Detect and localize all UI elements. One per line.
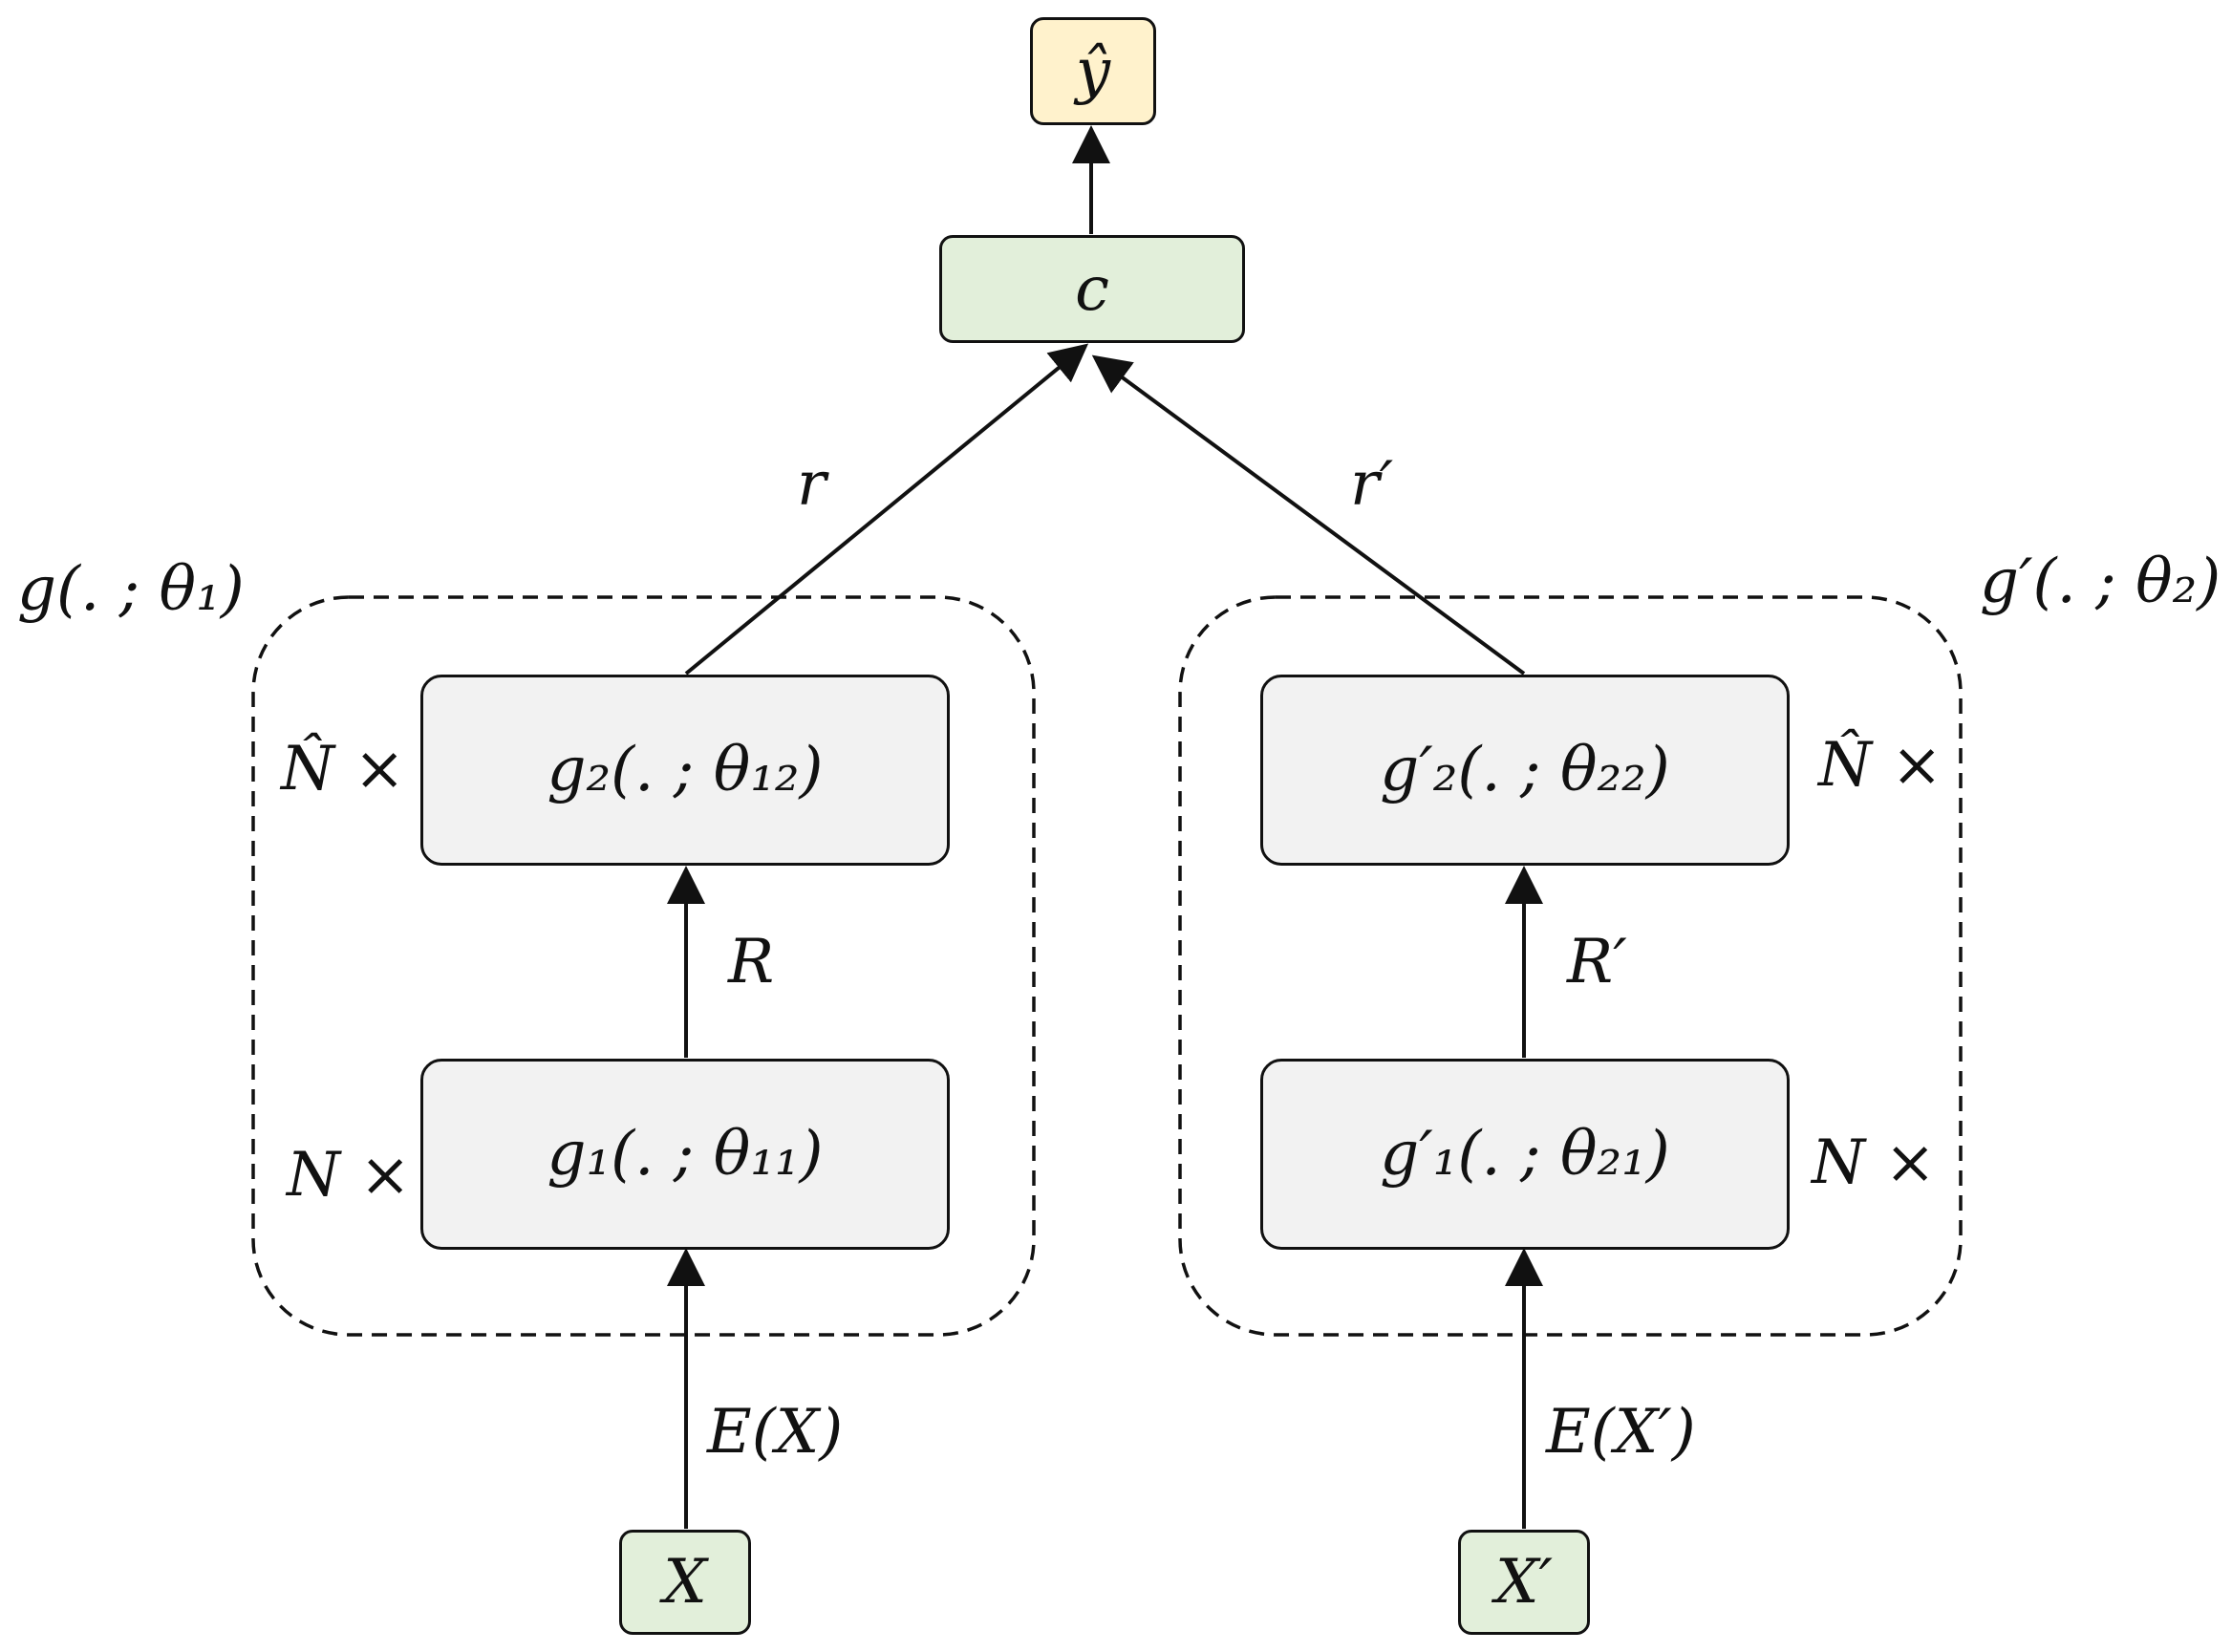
- right-g2-label: g′₂(. ; θ₂₂): [1380, 735, 1670, 805]
- left-g1-label: g₁(. ; θ₁₁): [547, 1119, 824, 1190]
- right-embedding-label: E(X′): [1546, 1397, 1696, 1468]
- left-input-label: X: [663, 1547, 707, 1618]
- combiner-node: c: [939, 235, 1245, 343]
- right-input-label: X′: [1494, 1547, 1554, 1618]
- right-g1-label: g′₁(. ; θ₂₁): [1380, 1119, 1670, 1190]
- left-group-label: g(. ; θ₁): [17, 554, 245, 625]
- right-nhat-multiplier: N̂ ×: [1818, 730, 1942, 801]
- right-g2-block: g′₂(. ; θ₂₂): [1260, 675, 1790, 866]
- arrow-right-r: [1091, 354, 1526, 676]
- left-R-label: R: [728, 927, 775, 998]
- left-input-node: X: [619, 1530, 751, 1635]
- left-g2-block: g₂(. ; θ₁₂): [420, 675, 950, 866]
- left-g2-label: g₂(. ; θ₁₂): [547, 735, 824, 805]
- output-node: ŷ: [1030, 17, 1156, 125]
- left-nhat-multiplier: N̂ ×: [281, 734, 405, 805]
- right-n-multiplier: N ×: [1812, 1127, 1936, 1198]
- right-group-boundary: [1178, 595, 1963, 1337]
- arrow-left-r: [684, 343, 1089, 676]
- left-embedding-label: E(X): [707, 1397, 844, 1468]
- right-input-node: X′: [1458, 1530, 1590, 1635]
- left-r-label: r: [797, 449, 826, 520]
- left-n-multiplier: N ×: [287, 1140, 411, 1211]
- right-r-label: r′: [1350, 449, 1394, 520]
- right-group-label: g′(. ; θ₂): [1980, 547, 2221, 617]
- output-label: ŷ: [1075, 35, 1111, 107]
- combiner-label: c: [1075, 253, 1109, 325]
- left-g1-block: g₁(. ; θ₁₁): [420, 1059, 950, 1250]
- left-group-boundary: [251, 595, 1036, 1337]
- right-g1-block: g′₁(. ; θ₂₁): [1260, 1059, 1790, 1250]
- right-R-label: R′: [1567, 927, 1627, 998]
